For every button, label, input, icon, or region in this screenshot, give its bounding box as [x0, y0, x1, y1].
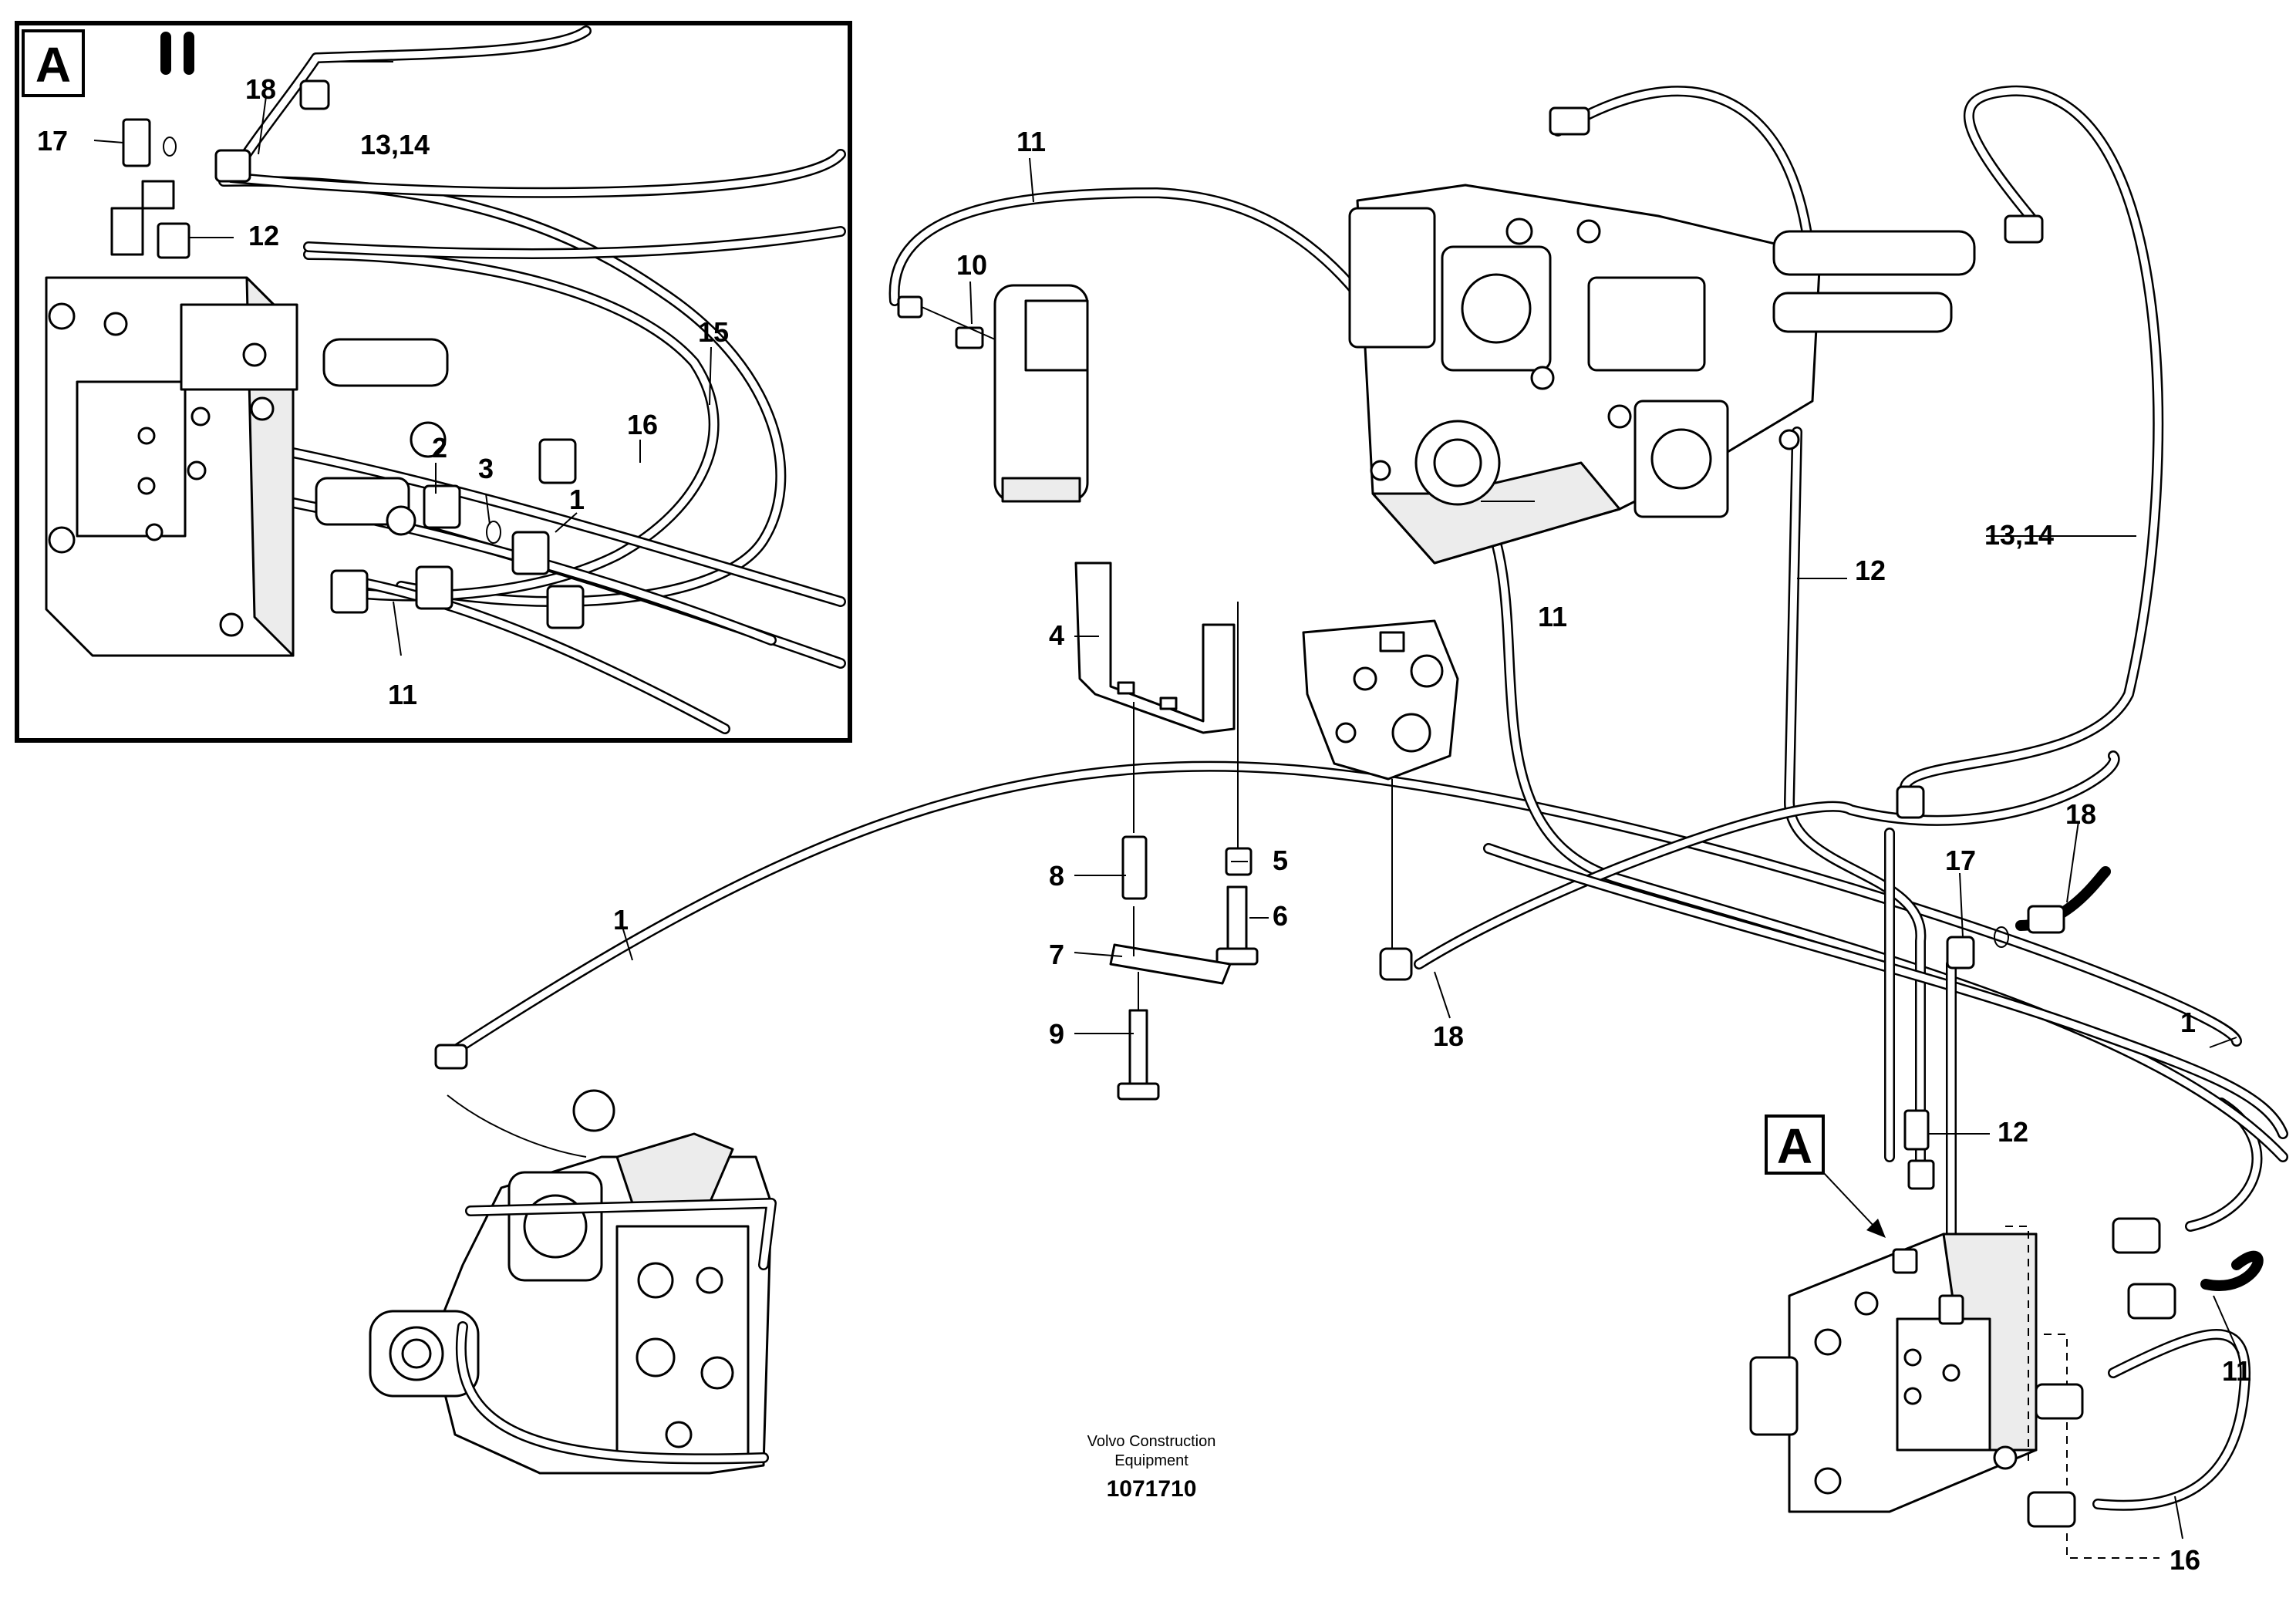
bolt-6 [1226, 885, 1248, 954]
detail-hoses [160, 25, 846, 734]
callout-18-left: 18 [1433, 1020, 1464, 1052]
fitting-12-detail [157, 222, 190, 259]
callout-17-detail: 17 [37, 125, 68, 157]
view-marker-label: A [1777, 1118, 1812, 1174]
callout-15-detail: 15 [698, 316, 729, 348]
sensor-unit [897, 284, 1089, 503]
view-marker-a: A [1765, 1114, 1886, 1238]
small-valve [1302, 619, 1459, 977]
callout-13-14-main: 13,14 [1984, 519, 2054, 551]
detail-view-a: A [15, 21, 852, 743]
callout-11-right: 11 [2222, 1355, 2251, 1387]
callout-10: 10 [956, 249, 987, 281]
callout-18-detail: 18 [245, 73, 276, 105]
callout-12-top: 12 [1855, 555, 1886, 586]
fitting-13-detail [299, 79, 330, 110]
credit-block: Volvo Construction Equipment 1071710 [1087, 1433, 1216, 1502]
view-marker-box [1765, 1114, 1825, 1175]
detail-leaders [93, 61, 712, 656]
detail-fittings [122, 79, 585, 629]
callout-1-left: 1 [613, 904, 629, 936]
callout-3-detail: 3 [478, 453, 494, 484]
bolt-9 [1128, 1009, 1148, 1089]
callout-1-right: 1 [2180, 1007, 2196, 1038]
callout-16-main: 16 [2170, 1544, 2200, 1576]
drawing-number: 1071710 [1107, 1476, 1197, 1502]
main-fittings [1379, 785, 2176, 1528]
callout-16-detail: 16 [627, 409, 658, 440]
credit-company-line2: Equipment [1114, 1452, 1188, 1469]
spacer-8 [1121, 835, 1148, 900]
callout-11-mid: 11 [1538, 601, 1567, 632]
detail-valve-block [45, 180, 449, 657]
detail-marker-box [22, 29, 85, 97]
oring-3-detail [486, 521, 501, 544]
bracket [1074, 561, 1236, 734]
main-hoses [446, 85, 2288, 1511]
callout-13-14-detail: 13,14 [360, 129, 430, 160]
callout-12-detail: 12 [248, 220, 279, 251]
callout-12-bottom: 12 [1998, 1116, 2028, 1148]
detail-marker-label: A [35, 37, 71, 93]
callout-1-detail: 1 [569, 484, 585, 515]
callout-6: 6 [1273, 900, 1288, 932]
callout-9: 9 [1049, 1018, 1064, 1050]
callout-5: 5 [1273, 845, 1288, 876]
callout-2-detail: 2 [432, 432, 447, 464]
fitting-16-detail [538, 438, 577, 484]
callout-18-right: 18 [2065, 798, 2096, 830]
fitting-18-detail [214, 149, 251, 183]
fitting-2-detail [423, 484, 461, 529]
callout-11-detail: 11 [388, 679, 417, 710]
transmission-housing [369, 1044, 777, 1475]
callout-8: 8 [1049, 860, 1064, 892]
callout-11-top: 11 [1017, 126, 1046, 157]
fitting-17-detail [122, 118, 151, 167]
control-valve-block [1749, 1159, 2159, 1559]
main-leaders [620, 157, 2240, 1539]
callout-17-main: 17 [1945, 845, 1976, 876]
fitting-1-detail [511, 531, 550, 575]
plate-7 [1109, 943, 1232, 985]
credit-company-line1: Volvo Construction [1087, 1433, 1216, 1450]
pump-assembly [1348, 106, 2044, 565]
callout-4: 4 [1049, 619, 1064, 651]
callout-7: 7 [1049, 939, 1064, 970]
fitting-11-detail [330, 569, 369, 614]
